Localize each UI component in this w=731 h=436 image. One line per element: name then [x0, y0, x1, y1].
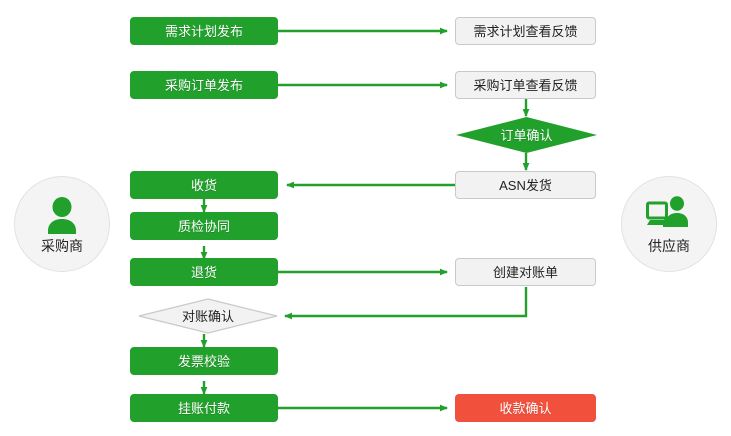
diamond-shape	[456, 117, 597, 153]
node-order-confirm-label: 订单确认	[500, 127, 553, 143]
actor-buyer-label: 采购商	[41, 237, 83, 254]
actor-supplier-label: 供应商	[648, 237, 690, 254]
edge-statement-to-reconcile	[284, 287, 528, 320]
node-reconcile-confirm-label: 对账确认	[181, 308, 234, 324]
node-po-feedback[interactable]: 采购订单查看反馈	[455, 71, 596, 99]
person-at-computer-icon	[646, 195, 688, 227]
diamond-shape	[138, 298, 278, 334]
node-po-publish[interactable]: 采购订单发布	[130, 71, 278, 99]
node-payment-posting[interactable]: 挂账付款	[130, 394, 278, 422]
actor-buyer[interactable]: 采购商	[14, 176, 110, 272]
node-return-goods[interactable]: 退货	[130, 258, 278, 286]
node-receipt-confirm[interactable]: 收款确认	[455, 394, 596, 422]
node-demand-plan-feedback[interactable]: 需求计划查看反馈	[455, 17, 596, 45]
node-quality-collab[interactable]: 质检协同	[130, 212, 278, 240]
node-demand-plan-publish[interactable]: 需求计划发布	[130, 17, 278, 45]
node-invoice-verify[interactable]: 发票校验	[130, 347, 278, 375]
node-order-confirm[interactable]: 订单确认	[456, 117, 597, 153]
node-asn-shipment[interactable]: ASN发货	[455, 171, 596, 199]
node-reconcile-confirm[interactable]: 对账确认	[138, 298, 278, 334]
person-icon	[48, 196, 76, 234]
node-goods-receipt[interactable]: 收货	[130, 171, 278, 199]
actor-supplier[interactable]: 供应商	[621, 176, 717, 272]
node-create-statement[interactable]: 创建对账单	[455, 258, 596, 286]
